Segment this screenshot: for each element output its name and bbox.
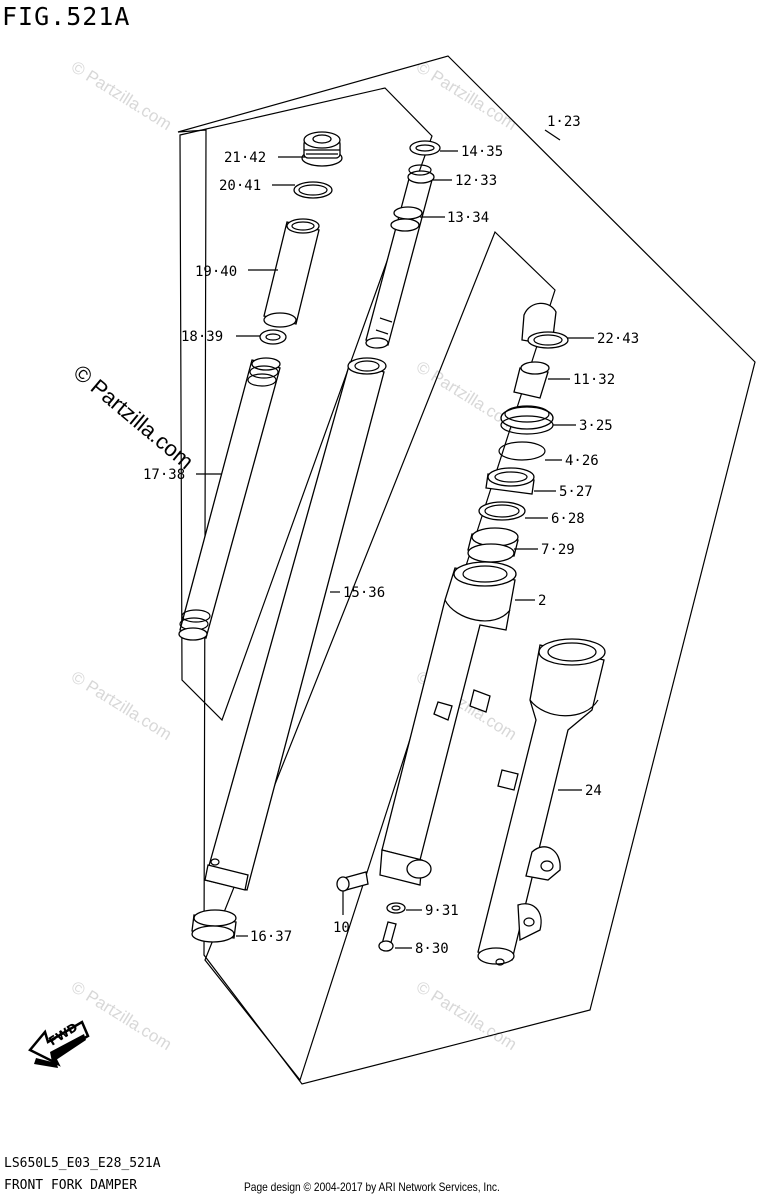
part-outer-tube-24[interactable] — [477, 638, 606, 966]
damper-group-outline — [179, 87, 433, 722]
part-outer-tube[interactable] — [379, 561, 517, 886]
callout-2[interactable]: 2 — [538, 593, 546, 609]
part-collar[interactable] — [513, 361, 550, 399]
callout-6-28[interactable]: 6·28 — [551, 511, 585, 527]
callout-15-36[interactable]: 15·36 — [343, 585, 385, 601]
callout-13-34[interactable]: 13·34 — [447, 210, 489, 226]
assembly-outline — [177, 55, 756, 1085]
callout-3-25[interactable]: 3·25 — [579, 418, 613, 434]
callout-18-39[interactable]: 18·39 — [181, 329, 223, 345]
watermark-text: © Partzilla.com — [68, 977, 175, 1054]
callout-labels: 1·23 21·42 20·41 19·40 18·39 17·38 14·35… — [143, 114, 639, 957]
part-ring-top[interactable] — [409, 140, 441, 156]
callout-10[interactable]: 10 — [333, 920, 350, 936]
part-fork-spring[interactable] — [178, 357, 281, 641]
callout-20-41[interactable]: 20·41 — [219, 178, 261, 194]
callout-14-35[interactable]: 14·35 — [461, 144, 503, 160]
callout-4-26[interactable]: 4·26 — [565, 453, 599, 469]
part-spacer[interactable] — [263, 218, 320, 328]
watermark-bold: © Partzilla.com — [69, 360, 199, 474]
callout-21-42[interactable]: 21·42 — [224, 150, 266, 166]
callout-12-33[interactable]: 12·33 — [455, 173, 497, 189]
diagram-code: LS650L5_E03_E28_521A — [4, 1156, 161, 1171]
part-o-ring[interactable] — [293, 181, 333, 199]
part-seal-retainer[interactable] — [485, 467, 535, 495]
callout-7-29[interactable]: 7·29 — [541, 542, 575, 558]
callout-9-31[interactable]: 9·31 — [425, 903, 459, 919]
callout-17-38[interactable]: 17·38 — [143, 467, 185, 483]
part-seal-washer[interactable] — [478, 501, 526, 521]
page-credit: Page design © 2004-2017 by ARI Network S… — [244, 1180, 500, 1194]
callout-11-32[interactable]: 11·32 — [573, 372, 615, 388]
part-washer[interactable] — [259, 329, 287, 345]
part-gasket[interactable] — [386, 902, 406, 914]
watermark-text: © Partzilla.com — [413, 977, 520, 1054]
part-bolt-10[interactable] — [336, 871, 369, 892]
callout-5-27[interactable]: 5·27 — [559, 484, 593, 500]
part-cap-bolt[interactable] — [301, 131, 343, 167]
callout-19-40[interactable]: 19·40 — [195, 264, 237, 280]
leader-lines — [196, 129, 594, 949]
part-slide-bushing[interactable] — [191, 909, 237, 943]
part-oil-seal[interactable] — [500, 405, 554, 435]
part-damper-rod[interactable] — [365, 164, 435, 349]
tube-group-outline — [204, 230, 556, 1082]
watermark-text: © Partzilla.com — [68, 57, 175, 134]
callout-1-23[interactable]: 1·23 — [547, 114, 581, 130]
part-bolt-8[interactable] — [378, 921, 397, 952]
part-dust-cap[interactable] — [521, 302, 569, 349]
callout-16-37[interactable]: 16·37 — [250, 929, 292, 945]
callout-8-30[interactable]: 8·30 — [415, 941, 449, 957]
part-stopper-ring[interactable] — [498, 441, 546, 461]
watermark-text: © Partzilla.com — [413, 57, 520, 134]
fwd-arrow: FWD — [28, 1020, 90, 1068]
diagram-name: FRONT FORK DAMPER — [4, 1178, 138, 1193]
callout-24[interactable]: 24 — [585, 783, 602, 799]
figure-title: FIG.521A — [2, 2, 131, 31]
callout-22-43[interactable]: 22·43 — [597, 331, 639, 347]
part-inner-tube[interactable] — [204, 357, 387, 891]
watermark-text: © Partzilla.com — [68, 667, 175, 744]
part-guide-bushing[interactable] — [467, 527, 519, 563]
